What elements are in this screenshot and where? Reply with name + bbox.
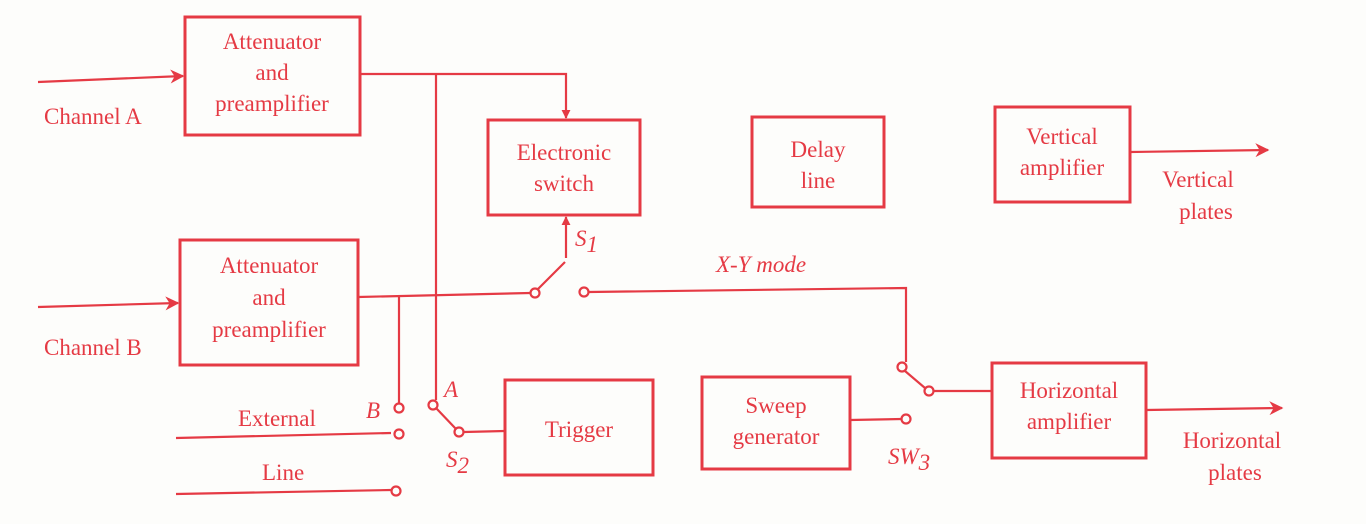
external-label: External [238,406,316,431]
horizontal-plates-arrow [1145,401,1284,416]
svg-text:Vertical: Vertical [1026,124,1098,149]
s1-label: S1 [575,226,598,257]
s2-position-b-label: B [366,398,380,423]
channel-b-input-arrow [37,296,180,311]
svg-text:Horizontal: Horizontal [1020,378,1118,403]
svg-text:switch: switch [534,171,595,196]
svg-text:Electronic: Electronic [517,140,612,165]
xy-mode-label: X-Y mode [715,252,806,277]
svg-text:amplifier: amplifier [1020,155,1105,180]
svg-text:Attenuator: Attenuator [223,29,322,54]
sw3-label: SW3 [888,444,930,475]
svg-text:preamplifier: preamplifier [215,91,329,116]
horizontal-plates-label: Horizontal [1183,428,1281,453]
svg-text:preamplifier: preamplifier [212,317,326,342]
channel-b-label: Channel B [44,335,142,360]
vertical-plates-arrow [1129,143,1270,158]
channel-a-to-switch-wire [360,72,571,119]
s2-position-a-label: A [442,377,459,402]
vertical-plates-label-2: plates [1179,199,1233,224]
trigger-block: Trigger [503,378,655,477]
s1-switch [529,216,590,299]
svg-text:and: and [252,285,286,310]
line-input-line [175,488,392,496]
xy-mode-wire [588,286,908,362]
external-input-line [175,431,392,440]
sweep-to-sw3-wire [849,417,903,422]
sweep-generator-block: Sweep generator [700,375,852,471]
svg-text:Sweep: Sweep [745,393,806,418]
svg-text:amplifier: amplifier [1027,409,1112,434]
svg-text:line: line [801,168,836,193]
s2-label: S2 [446,447,469,478]
channel-a-label: Channel A [44,104,142,129]
electronic-switch-block: Electronic switch [486,118,642,217]
channel-a-input-arrow [37,69,185,84]
svg-text:Attenuator: Attenuator [220,253,319,278]
svg-text:Delay: Delay [791,137,846,162]
line-label: Line [262,460,304,485]
vertical-amplifier-block: Vertical amplifier [993,105,1132,204]
sw3-switch [896,361,992,425]
attenuator-preamp-b-block: Attenuator and preamplifier [178,238,360,367]
svg-text:generator: generator [733,424,820,449]
svg-text:Trigger: Trigger [545,417,613,442]
vertical-plates-label: Vertical [1162,167,1234,192]
channel-b-to-s1-wire [357,291,531,299]
attenuator-preamp-a-block: Attenuator and preamplifier [183,15,362,137]
horizontal-plates-label-2: plates [1208,460,1262,485]
s2-switch [390,399,506,497]
horizontal-amplifier-block: Horizontal amplifier [990,361,1148,460]
delay-line-block: Delay line [750,115,886,209]
svg-text:and: and [255,60,289,85]
